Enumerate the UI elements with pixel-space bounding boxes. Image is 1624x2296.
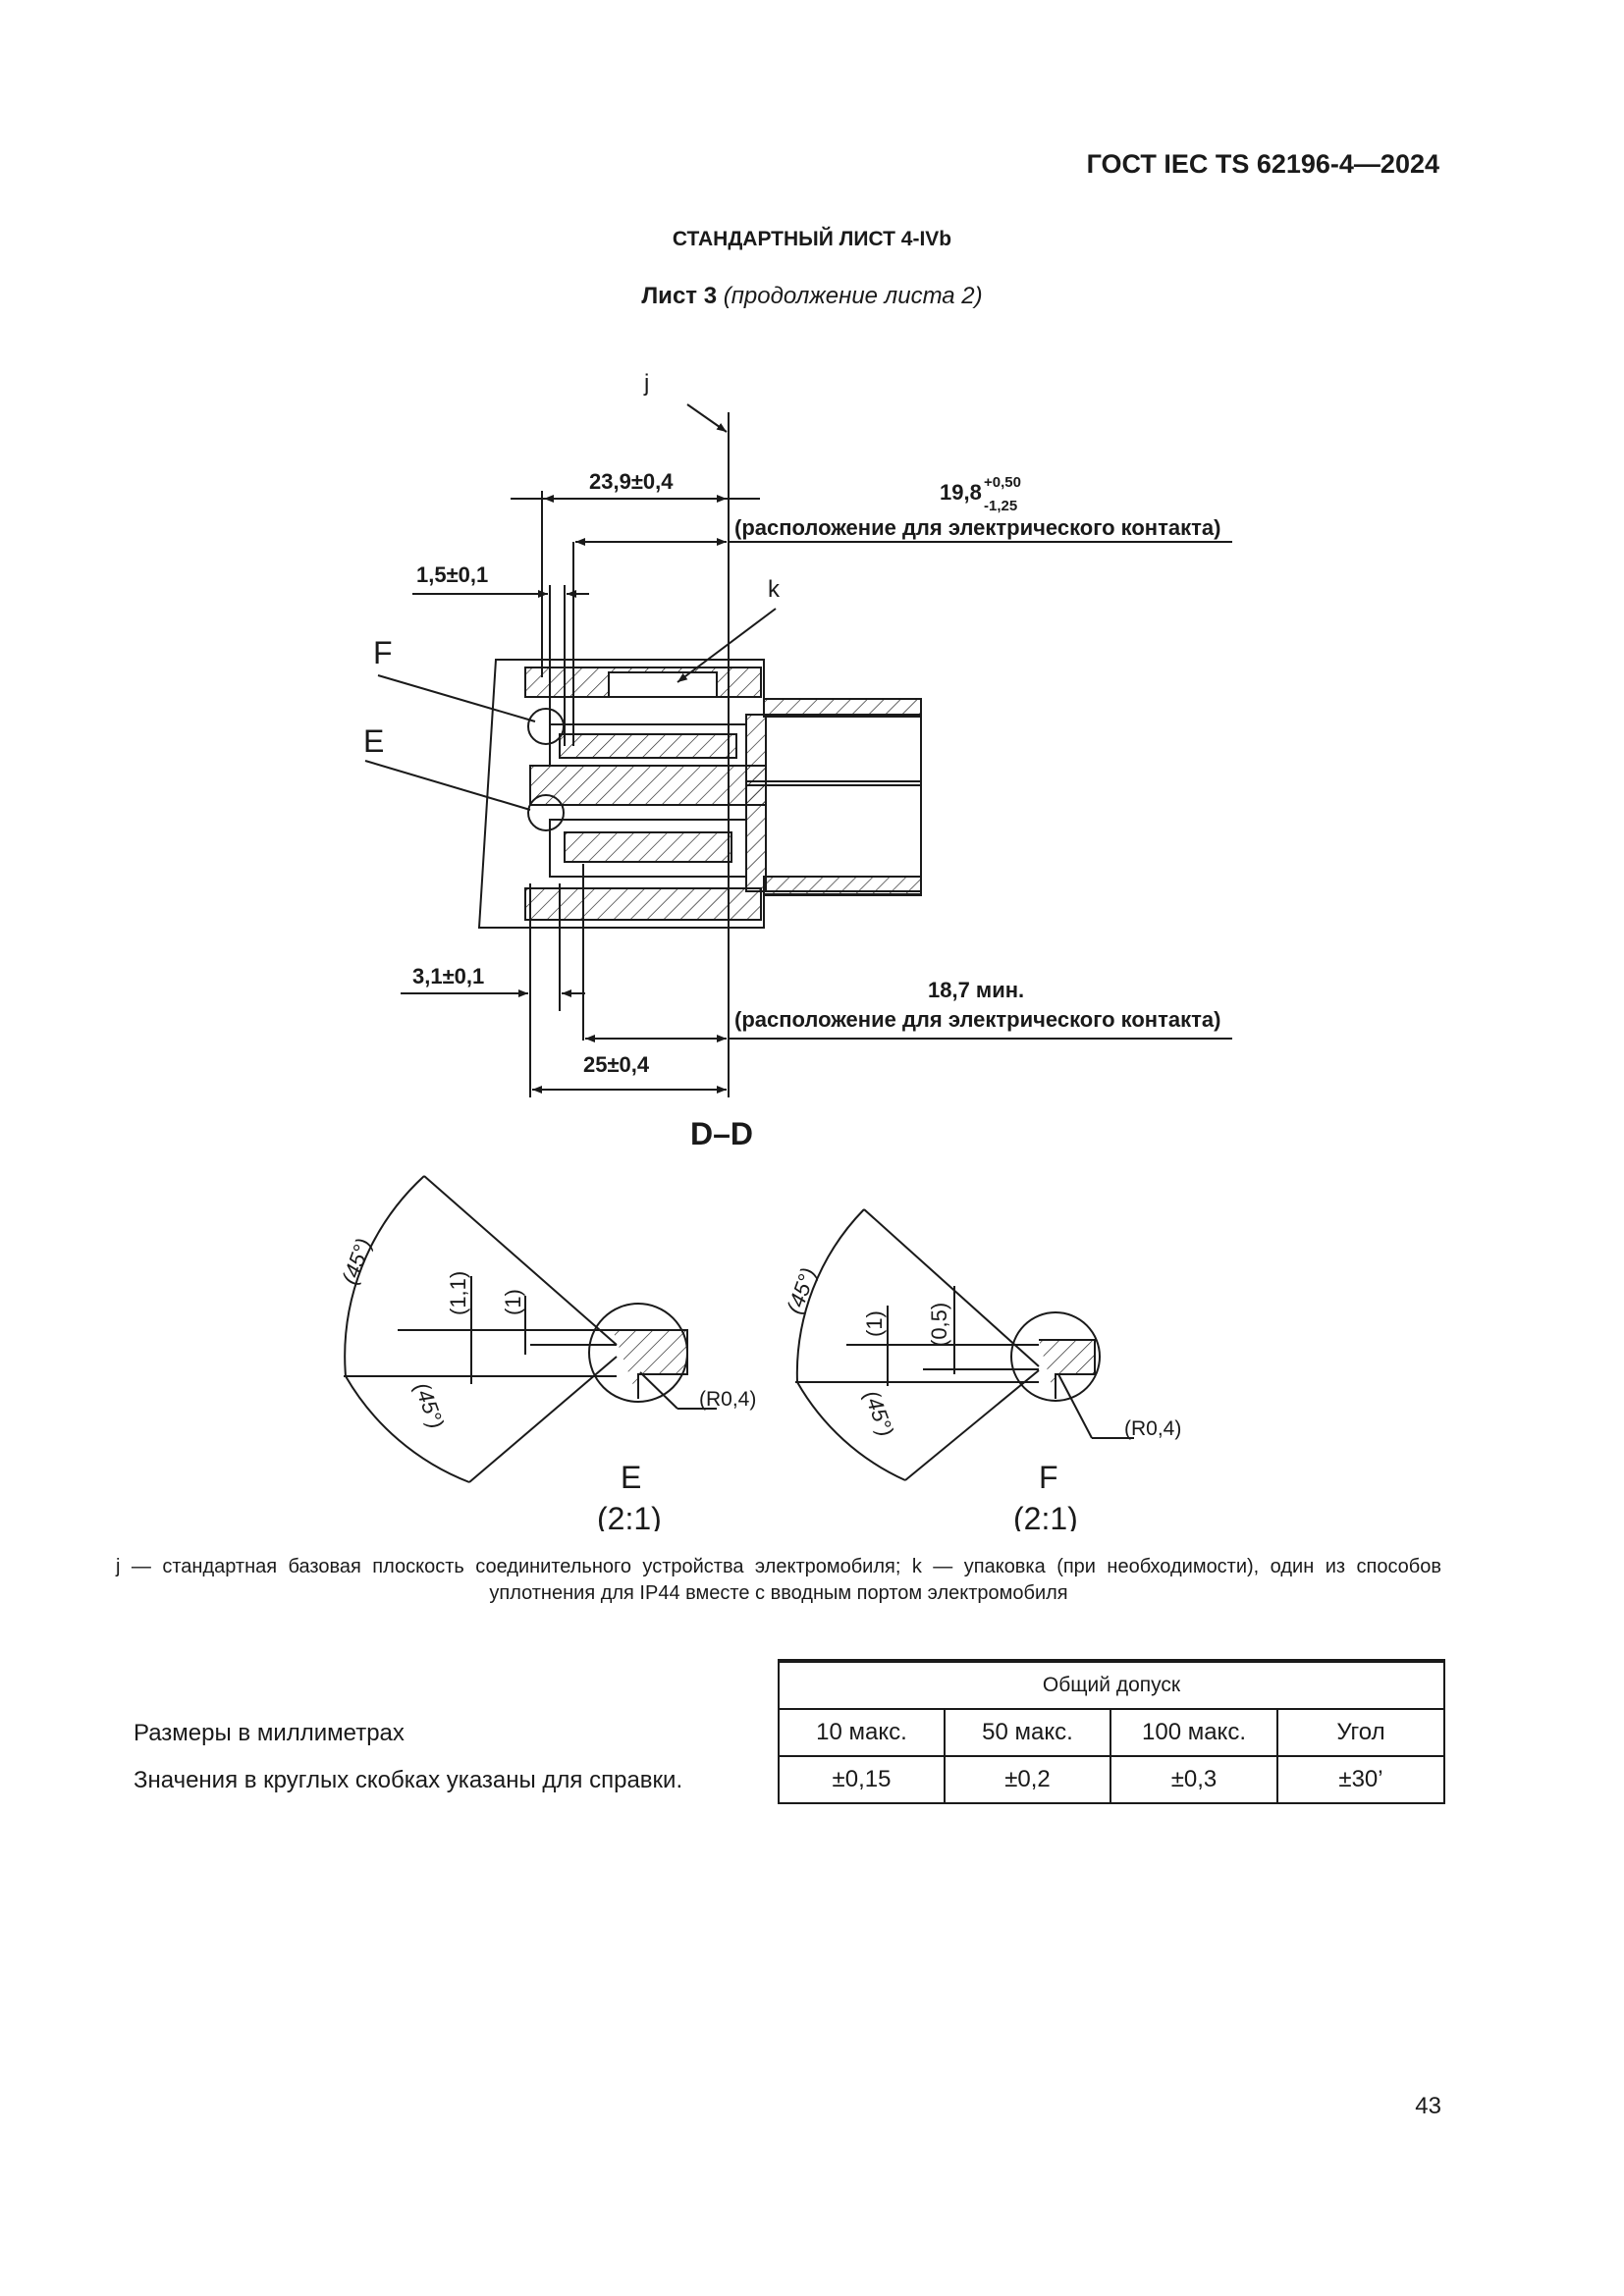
dim-19-8-lower: -1,25 bbox=[984, 498, 1017, 514]
dim-19-8-upper: +0,50 bbox=[984, 474, 1021, 491]
label-F: F bbox=[373, 635, 393, 670]
tolerance-value: ±0,3 bbox=[1110, 1755, 1278, 1804]
sheet-subtitle: Лист 3 (продолжение листа 2) bbox=[0, 283, 1624, 310]
tolerance-value: ±0,15 bbox=[778, 1755, 946, 1804]
connector-section-drawing: j 23,9±0,4 19,8 +0,50 -1,25 (расположени… bbox=[337, 370, 1232, 1531]
tolerance-header: Угол bbox=[1276, 1708, 1445, 1757]
detail-E-drawing bbox=[344, 1175, 717, 1483]
detail-E-scale: (2:1) bbox=[597, 1501, 662, 1531]
detail-E-angle-bottom: (45°) bbox=[409, 1379, 449, 1432]
contact-location-bottom: (расположение для электрического контакт… bbox=[734, 1007, 1220, 1032]
dim-18-7: 18,7 мин. bbox=[928, 978, 1024, 1002]
page-number: 43 bbox=[1415, 2093, 1441, 2119]
section-label: D–D bbox=[690, 1116, 753, 1151]
label-k: k bbox=[768, 576, 781, 603]
tolerance-header: 50 макс. bbox=[944, 1708, 1111, 1757]
dim-23-9: 23,9±0,4 bbox=[589, 469, 674, 494]
sheet-continuation: (продолжение листа 2) bbox=[723, 283, 983, 309]
tolerance-caption: Общий допуск bbox=[778, 1659, 1445, 1710]
dim-3-1: 3,1±0,1 bbox=[412, 964, 484, 988]
detail-F-drawing bbox=[795, 1208, 1134, 1481]
document-id: ГОСТ IEC TS 62196-4—2024 bbox=[1086, 149, 1439, 179]
detail-E-angle-top: (45°) bbox=[337, 1235, 376, 1288]
general-tolerance-table: Общий допуск 10 макс. 50 макс. 100 макс.… bbox=[778, 1659, 1445, 1804]
contact-location-top: (расположение для электрического контакт… bbox=[734, 515, 1220, 540]
tolerance-header: 10 макс. bbox=[778, 1708, 946, 1757]
detail-F-dim-a: (1) bbox=[862, 1310, 887, 1337]
detail-E-dim-a: (1,1) bbox=[446, 1271, 470, 1315]
detail-F-angle-top: (45°) bbox=[782, 1264, 821, 1317]
dim-25: 25±0,4 bbox=[583, 1052, 650, 1077]
reference-note: Значения в круглых скобках указаны для с… bbox=[134, 1767, 683, 1793]
units-note: Размеры в миллиметрах bbox=[134, 1720, 405, 1746]
detail-F-angle-bottom: (45°) bbox=[859, 1387, 898, 1440]
label-E: E bbox=[363, 723, 384, 759]
dim-1-5: 1,5±0,1 bbox=[416, 562, 488, 587]
detail-E-radius: (R0,4) bbox=[699, 1388, 756, 1411]
detail-F-radius: (R0,4) bbox=[1124, 1417, 1181, 1440]
tolerance-value: ±0,2 bbox=[944, 1755, 1111, 1804]
detail-E-dim-b: (1) bbox=[501, 1289, 525, 1315]
label-j: j bbox=[643, 370, 649, 397]
detail-F-dim-b: (0,5) bbox=[927, 1303, 951, 1347]
tolerance-header: 100 макс. bbox=[1110, 1708, 1278, 1757]
sheet-title: СТАНДАРТНЫЙ ЛИСТ 4-IVb bbox=[672, 228, 952, 250]
tolerance-value: ±30’ bbox=[1276, 1755, 1445, 1804]
detail-F-label: F bbox=[1039, 1460, 1058, 1495]
drawing-legend: j — стандартная базовая плоскость соедин… bbox=[116, 1556, 1441, 1604]
sheet-number: Лист 3 bbox=[641, 283, 718, 309]
detail-F-scale: (2:1) bbox=[1013, 1501, 1078, 1531]
detail-E-label: E bbox=[621, 1460, 641, 1495]
dim-19-8: 19,8 bbox=[940, 480, 982, 505]
